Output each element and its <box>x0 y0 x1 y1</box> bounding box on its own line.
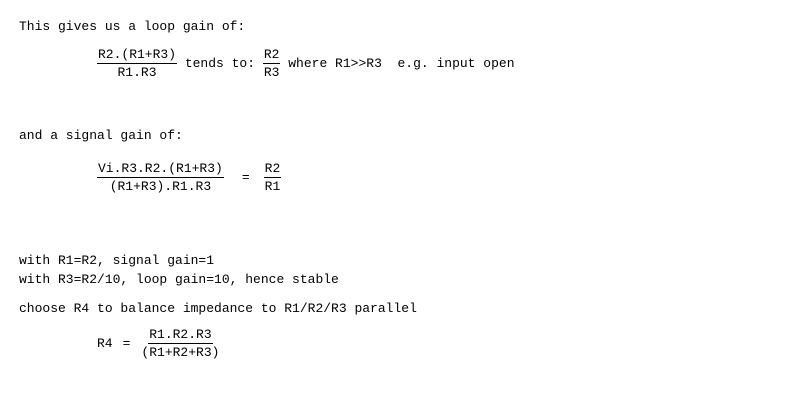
signal-gain-fraction: Vi.R3.R2.(R1+R3) (R1+R3).R1.R3 <box>97 161 224 194</box>
loop-gain-intro: This gives us a loop gain of: <box>19 19 246 34</box>
signal-gain-result-fraction: R2 R1 <box>263 161 282 194</box>
loop-gain-limit-fraction: R2 R3 <box>262 47 281 80</box>
tends-to-text: tends to: <box>177 56 263 71</box>
fraction-denominator: R1.R3 <box>117 65 157 80</box>
r4-equation: R4 = R1.R2.R3 (R1+R2+R3) <box>97 327 220 360</box>
r4-label: R4 <box>97 336 113 351</box>
fraction-numerator: R2 <box>262 47 281 64</box>
choose-r4-text: choose R4 to balance impedance to R1/R2/… <box>19 301 417 316</box>
fraction-denominator: R1 <box>264 179 281 194</box>
fraction-numerator: R2.(R1+R3) <box>97 47 178 64</box>
signal-gain-intro: and a signal gain of: <box>19 128 183 143</box>
fraction-numerator: R1.R2.R3 <box>148 327 213 344</box>
fraction-numerator: R2 <box>263 161 282 178</box>
equals-sign: = <box>241 170 250 185</box>
fraction-denominator: (R1+R2+R3) <box>141 345 220 360</box>
fraction-denominator: R3 <box>263 65 280 80</box>
note-line: with R1=R2, signal gain=1 <box>19 253 215 268</box>
equals-sign: = <box>122 336 131 351</box>
condition-text: where R1>>R3 e.g. input open <box>280 56 515 71</box>
loop-gain-fraction: R2.(R1+R3) R1.R3 <box>97 47 178 80</box>
fraction-numerator: Vi.R3.R2.(R1+R3) <box>97 161 224 178</box>
r4-fraction: R1.R2.R3 (R1+R2+R3) <box>140 327 220 360</box>
note-line: with R3=R2/10, loop gain=10, hence stabl… <box>19 272 339 287</box>
loop-gain-equation: R2.(R1+R3) R1.R3 tends to: R2 R3 where R… <box>97 47 515 80</box>
fraction-denominator: (R1+R3).R1.R3 <box>109 179 212 194</box>
signal-gain-equation: Vi.R3.R2.(R1+R3) (R1+R3).R1.R3 = R2 R1 <box>97 161 282 194</box>
